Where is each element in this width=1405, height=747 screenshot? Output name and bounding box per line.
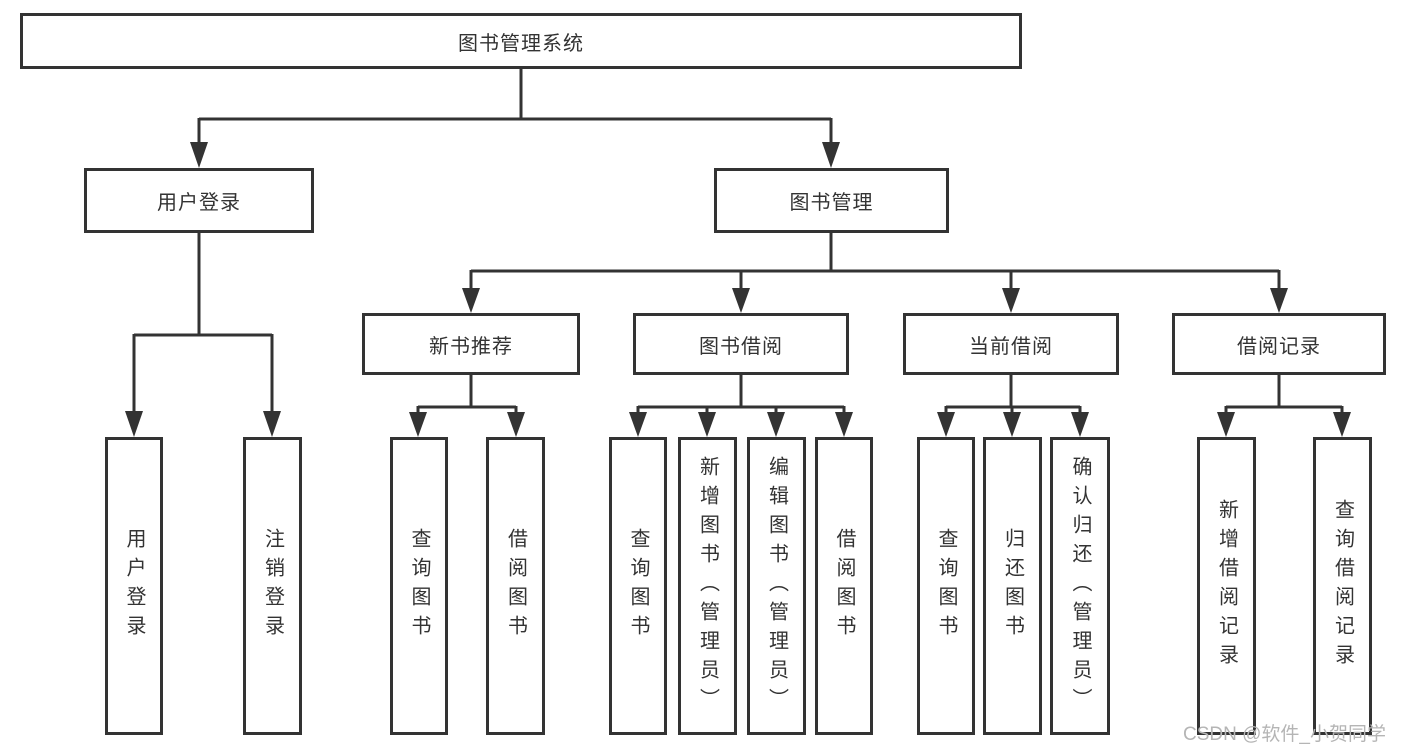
- leaf-confirm-return-admin-label: 确认归还（管理员）: [1069, 455, 1091, 717]
- arrowhead-icons: [125, 142, 1351, 437]
- leaf-user-login: 用户登录: [105, 437, 163, 735]
- leaf-user-login-label: 用户登录: [123, 528, 145, 644]
- arrow-down-icon: [767, 412, 785, 437]
- node-book-borrowing-label: 图书借阅: [699, 335, 783, 358]
- leaf-add-borrow-record: 新增借阅记录: [1197, 437, 1256, 735]
- node-borrow-records: 借阅记录: [1172, 313, 1386, 375]
- leaf-query-borrow-record: 查询借阅记录: [1313, 437, 1372, 735]
- arrow-down-icon: [190, 142, 208, 168]
- arrow-down-icon: [835, 412, 853, 437]
- arrow-down-icon: [732, 288, 750, 313]
- leaf-add-book-admin-label: 新增图书（管理员）: [696, 455, 719, 717]
- arrow-down-icon: [1003, 412, 1021, 437]
- arrow-down-icon: [409, 412, 427, 437]
- node-root-label: 图书管理系统: [458, 32, 584, 55]
- node-borrow-records-label: 借阅记录: [1237, 335, 1321, 358]
- leaf-return-book-label: 归还图书: [1001, 528, 1024, 644]
- arrow-down-icon: [937, 412, 955, 437]
- node-current-borrowing-label: 当前借阅: [969, 335, 1053, 358]
- leaf-return-book: 归还图书: [983, 437, 1042, 735]
- leaf-borrow-books-recommend: 借阅图书: [486, 437, 545, 735]
- leaf-add-book-admin: 新增图书（管理员）: [678, 437, 737, 735]
- arrow-down-icon: [698, 412, 716, 437]
- leaf-query-borrow-record-label: 查询借阅记录: [1331, 499, 1354, 673]
- leaf-confirm-return-admin: 确认归还（管理员）: [1050, 437, 1110, 735]
- arrow-down-icon: [125, 411, 143, 437]
- leaf-query-books-recommend: 查询图书: [390, 437, 448, 735]
- leaf-edit-book-admin: 编辑图书（管理员）: [747, 437, 806, 735]
- leaf-borrow-books-borrowing: 借阅图书: [815, 437, 873, 735]
- arrow-down-icon: [1217, 412, 1235, 437]
- node-book-borrowing: 图书借阅: [633, 313, 849, 375]
- leaf-borrow-books-recommend-label: 借阅图书: [504, 528, 527, 644]
- leaf-logout: 注销登录: [243, 437, 302, 735]
- node-book-management-label: 图书管理: [789, 192, 874, 214]
- node-user-login: 用户登录: [84, 168, 314, 233]
- arrow-down-icon: [822, 142, 840, 168]
- arrow-down-icon: [507, 412, 525, 437]
- csdn-watermark: CSDN @软件_小贺同学: [1183, 724, 1386, 745]
- arrow-down-icon: [629, 412, 647, 437]
- arrow-down-icon: [263, 411, 281, 437]
- arrow-down-icon: [1002, 288, 1020, 313]
- leaf-query-books-borrowing: 查询图书: [609, 437, 667, 735]
- node-new-book-recommend-label: 新书推荐: [429, 335, 513, 358]
- leaf-query-books-current-label: 查询图书: [935, 528, 957, 644]
- node-new-book-recommend: 新书推荐: [362, 313, 580, 375]
- node-book-management: 图书管理: [714, 168, 949, 233]
- node-root: 图书管理系统: [20, 13, 1022, 69]
- leaf-query-books-borrowing-label: 查询图书: [627, 528, 649, 644]
- node-user-login-label: 用户登录: [157, 192, 241, 214]
- arrow-down-icon: [1333, 412, 1351, 437]
- arrow-down-icon: [1071, 412, 1089, 437]
- leaf-add-borrow-record-label: 新增借阅记录: [1215, 499, 1238, 673]
- arrow-down-icon: [1270, 288, 1288, 313]
- leaf-borrow-books-borrowing-label: 借阅图书: [833, 528, 855, 644]
- node-current-borrowing: 当前借阅: [903, 313, 1119, 375]
- leaf-query-books-recommend-label: 查询图书: [408, 528, 430, 644]
- leaf-edit-book-admin-label: 编辑图书（管理员）: [765, 455, 788, 717]
- leaf-query-books-current: 查询图书: [917, 437, 975, 735]
- leaf-logout-label: 注销登录: [261, 528, 284, 644]
- arrow-down-icon: [462, 288, 480, 313]
